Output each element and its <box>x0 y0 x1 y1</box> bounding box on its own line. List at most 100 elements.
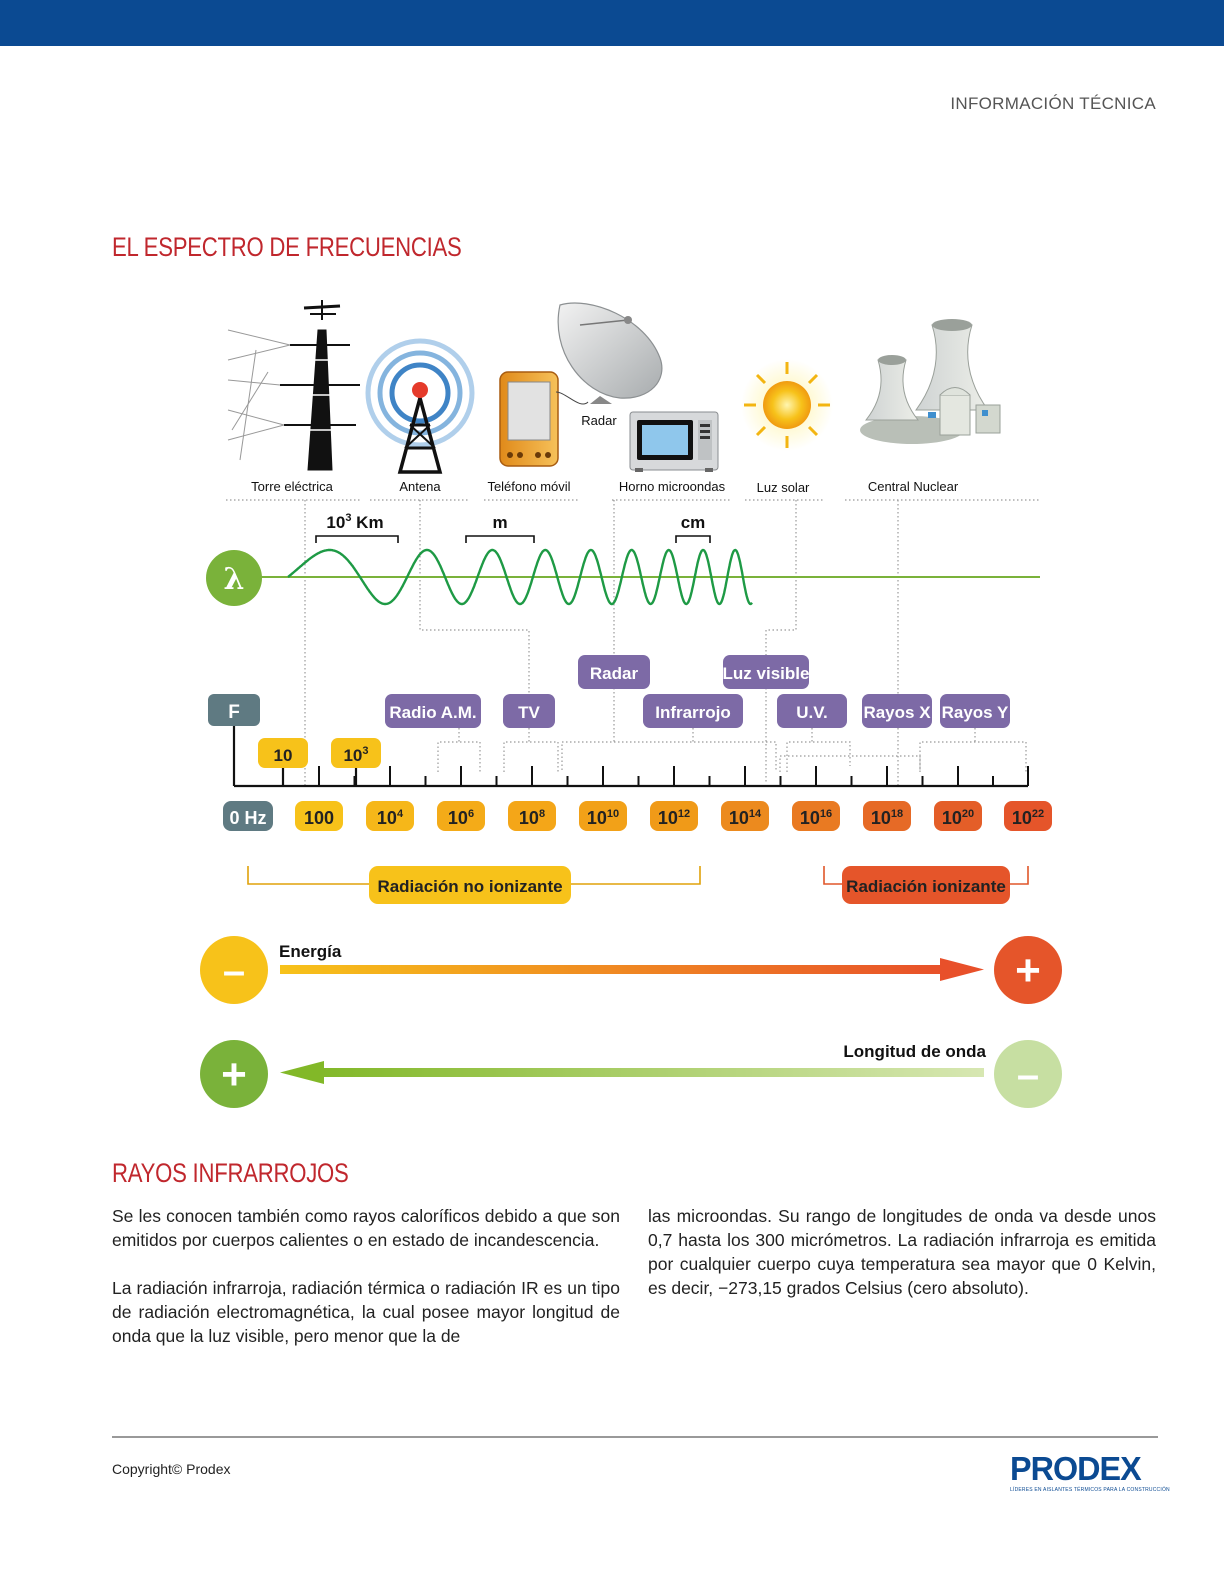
svg-text:103: 103 <box>343 745 368 765</box>
svg-text:106: 106 <box>448 808 474 828</box>
source-label-4: Horno microondas <box>619 479 726 494</box>
paragraph-1: Se les conocen también como rayos calorí… <box>112 1206 620 1250</box>
scale-tick-1: 100 <box>295 801 343 831</box>
satellite-dish-icon <box>555 302 663 405</box>
svg-text:104: 104 <box>377 808 404 828</box>
band-labels: Radio A.M. TV Radar Infrarrojo Luz visib… <box>385 655 1010 728</box>
paragraph-2-part-2: las microondas. Su rango de longitudes d… <box>648 1206 1156 1298</box>
wavelength-high-badge <box>200 1040 268 1108</box>
wavelength-arrow <box>318 1068 984 1077</box>
wavelength-high-symbol: + <box>221 1050 247 1099</box>
wavelength-label: Longitud de onda <box>843 1042 986 1061</box>
frequency-symbol: F <box>228 702 240 723</box>
section-title-infrarrojos: RAYOS INFRARROJOS <box>112 1158 349 1188</box>
antenna-icon <box>365 338 475 474</box>
svg-text:1016: 1016 <box>800 808 832 828</box>
svg-text:TV: TV <box>518 703 540 722</box>
scale-tick-2: 104 <box>366 801 414 831</box>
wavelength-scale-km: 103 Km <box>326 512 383 532</box>
wavelength-low-symbol: – <box>1017 1053 1039 1097</box>
upper-tick-10-3: 103 <box>331 738 381 768</box>
svg-text:100: 100 <box>304 808 334 828</box>
band-uv: U.V. <box>777 694 847 728</box>
top-bar <box>0 0 1224 46</box>
energy-label: Energía <box>279 942 342 961</box>
scale-tick-9: 1018 <box>863 801 911 831</box>
upper-tick-10: 10 <box>258 738 308 768</box>
logo-tagline: LÍDERES EN AISLANTES TÉRMICOS PARA LA CO… <box>1010 1487 1170 1493</box>
svg-text:Radiación ionizante: Radiación ionizante <box>846 877 1006 896</box>
band-radar: Radar <box>578 655 650 689</box>
svg-text:1010: 1010 <box>587 808 619 828</box>
svg-text:Radar: Radar <box>590 664 639 683</box>
band-radio-am: Radio A.M. <box>385 694 481 728</box>
svg-text:1020: 1020 <box>942 808 974 828</box>
section-label: INFORMACIÓN TÉCNICA <box>950 94 1156 113</box>
frequency-axis <box>232 726 1028 788</box>
scale-tick-6: 1012 <box>650 801 698 831</box>
svg-text:108: 108 <box>519 808 545 828</box>
svg-text:10: 10 <box>274 746 293 765</box>
frequency-axis-ticks <box>318 766 1029 786</box>
source-label-6: Central Nuclear <box>868 479 959 494</box>
microwave-icon <box>629 411 719 472</box>
wavelength-low-badge <box>994 1040 1062 1108</box>
svg-text:Rayos X: Rayos X <box>863 703 931 722</box>
footer-divider <box>112 1436 1158 1438</box>
scale-tick-0: 0 Hz <box>223 801 273 831</box>
svg-text:1012: 1012 <box>658 808 690 828</box>
wavelength-scale-cm: cm <box>681 513 706 532</box>
band-luz-visible: Luz visible <box>723 655 810 689</box>
svg-text:1022: 1022 <box>1012 808 1044 828</box>
source-label-2: Teléfono móvil <box>487 479 570 494</box>
wavelength-wave <box>287 548 753 606</box>
text-column-right: las microondas. Su rango de longitudes d… <box>648 1204 1156 1324</box>
lambda-badge <box>206 550 262 606</box>
frequency-badge <box>208 694 260 726</box>
band-rayos-x: Rayos X <box>862 694 932 728</box>
svg-text:1018: 1018 <box>871 808 903 828</box>
scale-tick-7: 1014 <box>721 801 769 831</box>
svg-text:0 Hz: 0 Hz <box>229 808 266 828</box>
svg-text:Luz visible: Luz visible <box>723 664 810 683</box>
ionizing-label: Radiación ionizante <box>842 866 1010 904</box>
energy-high-badge <box>994 936 1062 1004</box>
scale-tick-8: 1016 <box>792 801 840 831</box>
power-tower-icon <box>227 300 360 471</box>
source-label-5: Luz solar <box>757 480 810 495</box>
svg-text:Radiación no ionizante: Radiación no ionizante <box>377 877 562 896</box>
energy-row: – + Energía <box>200 936 1062 1004</box>
nuclear-plant-icon <box>860 319 1001 444</box>
source-label-1: Antena <box>399 479 441 494</box>
wavelength-scale-m: m <box>492 513 507 532</box>
scale-tick-4: 108 <box>508 801 556 831</box>
band-rayos-y: Rayos Y <box>940 694 1010 728</box>
lambda-symbol: λ <box>223 562 244 597</box>
scale-tick-10: 1020 <box>934 801 982 831</box>
scale-tick-11: 1022 <box>1004 801 1052 831</box>
copyright: Copyright© Prodex <box>112 1461 231 1477</box>
svg-text:Infrarrojo: Infrarrojo <box>655 703 731 722</box>
scale-tick-3: 106 <box>437 801 485 831</box>
svg-text:1014: 1014 <box>729 808 762 828</box>
wavelength-brackets <box>315 535 711 543</box>
sun-icon <box>741 359 833 451</box>
wavelength-row: + – Longitud de onda <box>200 1040 1062 1108</box>
band-tv: TV <box>503 694 555 728</box>
text-column-left: Se les conocen también como rayos calorí… <box>112 1204 620 1372</box>
energy-arrow <box>280 965 946 974</box>
svg-text:Rayos Y: Rayos Y <box>942 703 1009 722</box>
svg-text:Radio A.M.: Radio A.M. <box>389 703 476 722</box>
source-label-3: Radar <box>581 413 617 428</box>
logo-wordmark: PRODEX <box>1010 1450 1142 1487</box>
frequency-scale: 0 Hz 100 104 106 108 1010 1012 1014 1016 1018 1020… <box>223 801 1052 831</box>
spectrum-diagram: Torre eléctrica Antena Teléfono móvil Ra… <box>200 300 1062 1108</box>
scale-tick-5: 1010 <box>579 801 627 831</box>
energy-low-symbol: – <box>223 949 245 993</box>
source-label-0: Torre eléctrica <box>251 479 333 494</box>
connector-lines <box>304 500 1027 785</box>
band-infrarrojo: Infrarrojo <box>643 694 743 728</box>
svg-text:U.V.: U.V. <box>796 703 828 722</box>
energy-high-symbol: + <box>1015 946 1041 995</box>
energy-arrowhead <box>940 958 984 981</box>
